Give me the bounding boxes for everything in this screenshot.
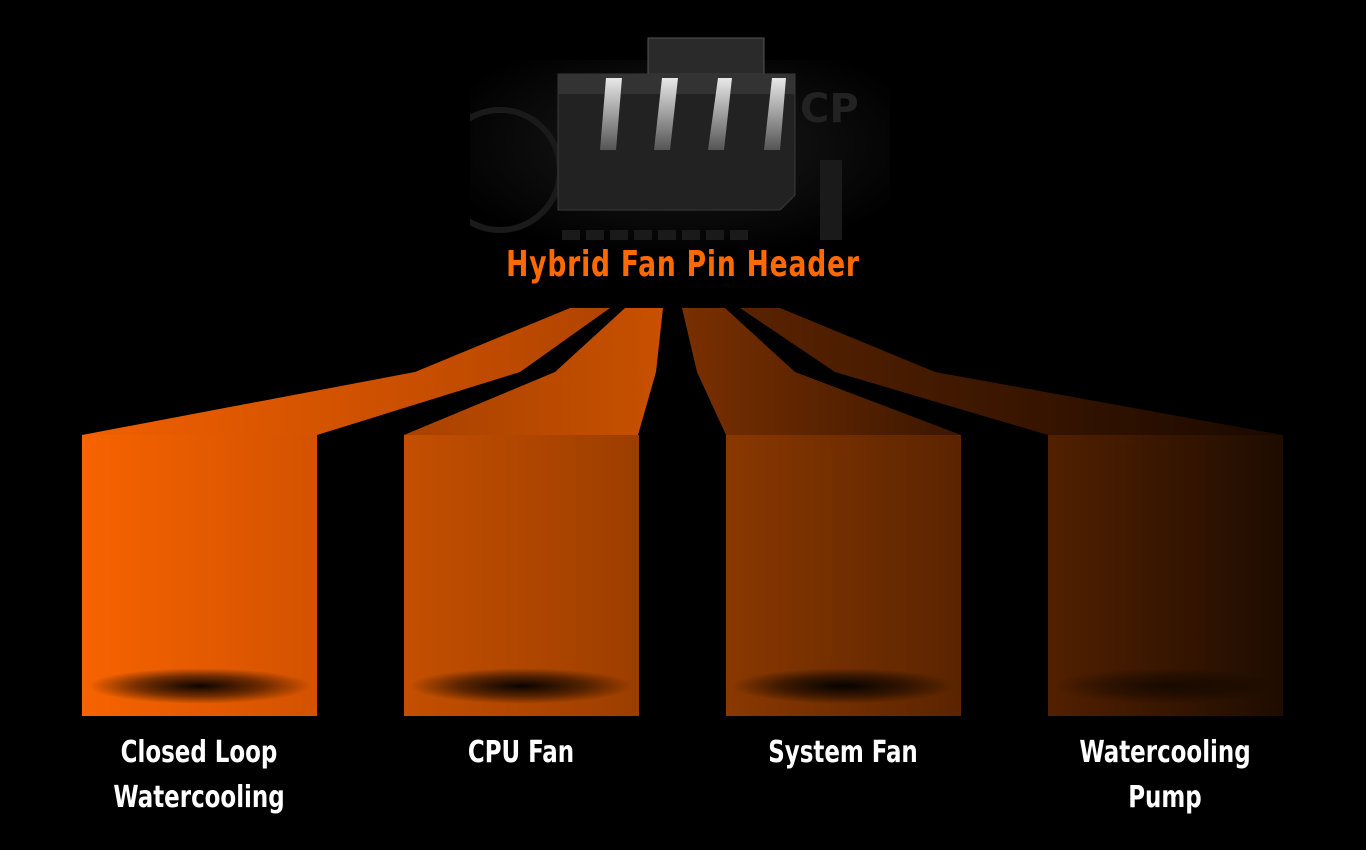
fan-pin-header-image: CP (470, 37, 890, 250)
label-cpu-fan: CPU Fan (467, 735, 575, 770)
header-title: Hybrid Fan Pin Header (506, 244, 860, 285)
beam-system-fan (682, 308, 961, 435)
box-system-fan (726, 435, 961, 716)
box-shadow (1053, 668, 1278, 704)
label-system-fan: System Fan (768, 735, 918, 770)
beam-cpu-fan (404, 308, 663, 435)
box-closed-loop (82, 435, 317, 716)
box-pump (1048, 435, 1283, 716)
box-shadow (87, 668, 312, 704)
beam-pump (740, 308, 1283, 435)
box-shadow (409, 668, 634, 704)
box-shadow (731, 668, 956, 704)
box-cpu-fan (404, 435, 639, 716)
beam-closed-loop (82, 308, 610, 435)
silkscreen-text: CP (800, 86, 859, 132)
